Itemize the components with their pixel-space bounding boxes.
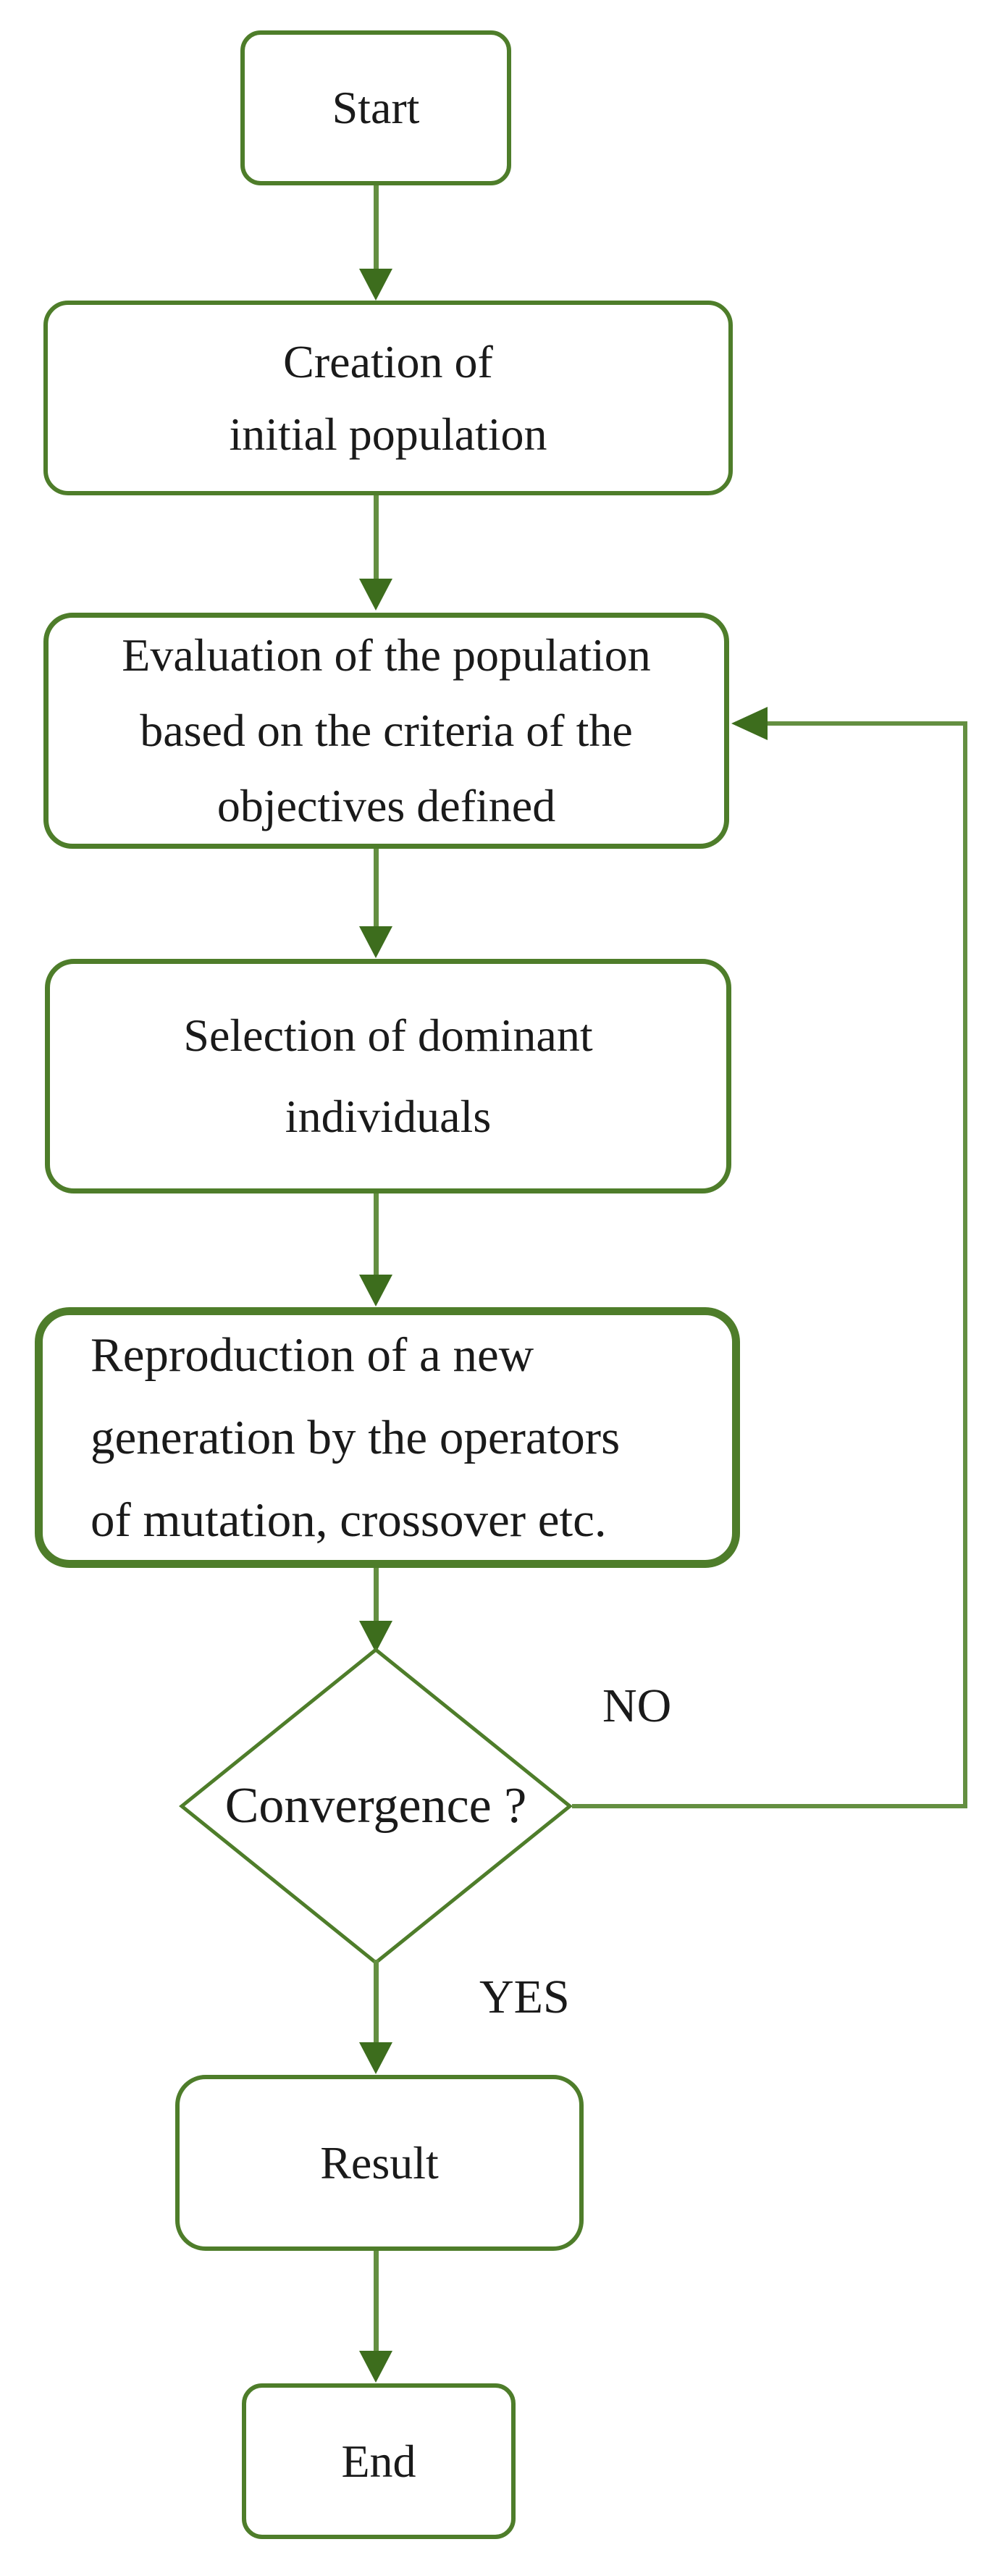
arrowhead-down: [359, 269, 392, 301]
node-result-label: Result: [320, 2136, 439, 2189]
node-evaluation-line: based on the criteria of the: [140, 705, 633, 756]
node-start: Start: [240, 30, 511, 185]
feedback-vertical: [963, 721, 967, 1808]
node-creation: Creation of initial population: [43, 301, 733, 495]
feedback-horizontal-bottom: [572, 1804, 967, 1808]
node-reproduction: Reproduction of a new generation by the …: [35, 1307, 740, 1568]
node-creation-line: Creation of: [283, 335, 493, 387]
node-convergence: Convergence ?: [177, 1645, 574, 1967]
node-end-label: End: [341, 2435, 416, 2487]
feedback-horizontal-top: [766, 721, 967, 726]
connector-result-end: [374, 2251, 379, 2351]
connector-creation-evaluation: [374, 495, 379, 579]
arrowhead-down: [359, 926, 392, 958]
arrowhead-down: [359, 579, 392, 611]
node-reproduction-line: Reproduction of a new: [91, 1328, 534, 1382]
connector-selection-reproduction: [374, 1193, 379, 1275]
node-reproduction-line: generation by the operators: [91, 1411, 621, 1464]
node-convergence-label: Convergence ?: [224, 1778, 527, 1834]
node-evaluation-line: objectives defined: [217, 780, 556, 831]
arrowhead-down: [359, 2042, 392, 2074]
arrowhead-down: [359, 1275, 392, 1306]
connector-convergence-result: [374, 1960, 379, 2042]
connector-reproduction-convergence: [374, 1568, 379, 1621]
edge-label-yes: YES: [479, 1971, 570, 2023]
node-reproduction-line: of mutation, crossover etc.: [91, 1493, 607, 1547]
node-evaluation-line: Evaluation of the population: [122, 629, 651, 681]
node-selection: Selection of dominant individuals: [45, 959, 731, 1193]
edge-label-no: NO: [602, 1679, 672, 1732]
node-creation-line: initial population: [229, 408, 547, 460]
node-selection-line: individuals: [285, 1091, 492, 1142]
arrowhead-down: [359, 2351, 392, 2383]
node-start-label: Start: [332, 82, 420, 133]
node-end: End: [242, 2383, 516, 2539]
node-selection-line: Selection of dominant: [183, 1010, 593, 1061]
connector-evaluation-selection: [374, 849, 379, 926]
node-result: Result: [175, 2075, 584, 2251]
arrowhead-left: [731, 707, 768, 740]
connector-start-creation: [374, 185, 379, 269]
node-evaluation: Evaluation of the population based on th…: [43, 613, 729, 849]
arrowhead-down: [359, 1621, 392, 1653]
